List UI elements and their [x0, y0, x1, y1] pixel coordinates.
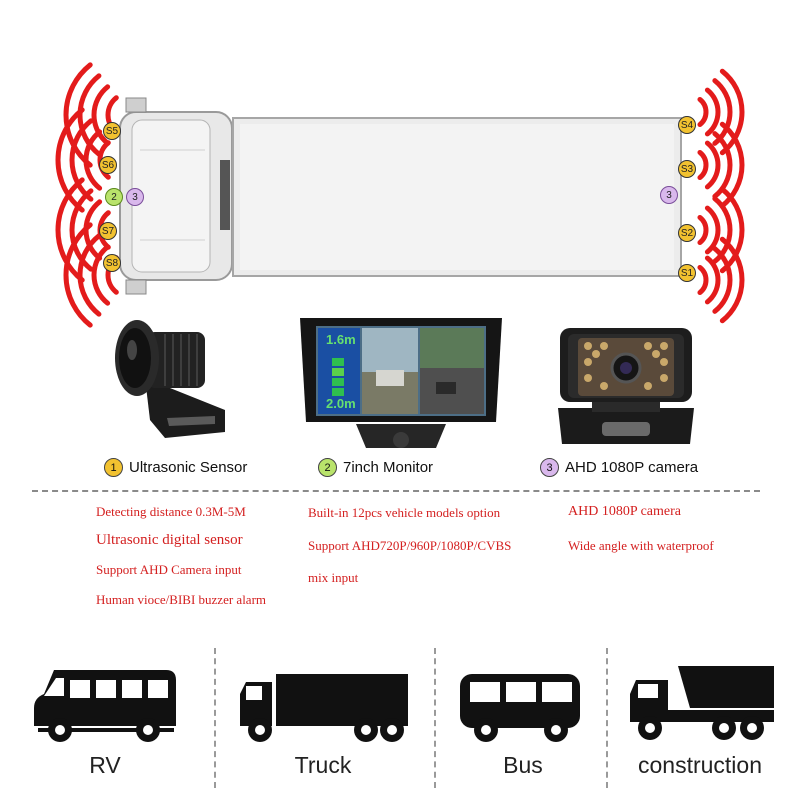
bus-icon: [460, 674, 580, 742]
spec-monitor-1: Built-in 12pcs vehicle models option: [308, 505, 501, 520]
wave-arc: [63, 222, 93, 328]
wave-arc: [704, 255, 721, 305]
ir-led: [652, 350, 660, 358]
vehicle-separator: [606, 648, 608, 788]
truck-top-view: [55, 62, 745, 328]
vehicle-separator: [434, 648, 436, 788]
wave-arc: [77, 233, 102, 317]
ir-led: [600, 342, 608, 350]
wave-arc: [704, 140, 721, 190]
sensor-badge-s2: S2: [678, 224, 696, 242]
vehicle-separator: [214, 648, 216, 788]
sensor-badge-s5: S5: [103, 122, 121, 140]
caption-label: AHD 1080P camera: [565, 459, 699, 476]
spec-sensor-2: Ultrasonic digital sensor: [96, 532, 243, 548]
ir-led: [660, 374, 668, 382]
wave-arc: [697, 214, 709, 246]
spec-camera-2: Wide angle with waterproof: [568, 538, 714, 553]
caption-number-3: 3: [540, 458, 559, 477]
sensor-badge-s8: S8: [103, 254, 121, 272]
wave-arc: [55, 107, 85, 213]
caption-camera: 3 AHD 1080P camera: [540, 458, 698, 477]
spec-monitor-3: mix input: [308, 570, 359, 585]
wave-arc: [91, 84, 111, 146]
spec-sensor-4: Human vioce/BIBI buzzer alarm: [96, 592, 267, 607]
distance-bar: [332, 358, 344, 396]
ir-led: [600, 382, 608, 390]
ir-led: [660, 358, 668, 366]
sensor-badge-s7: S7: [99, 222, 117, 240]
monitor-badge: 2: [105, 188, 123, 206]
spec-sensor-1: Detecting distance 0.3M-5M: [96, 504, 246, 519]
monitor-image: [300, 318, 502, 448]
ir-led: [584, 342, 592, 350]
caption-number-1: 1: [104, 458, 123, 477]
wave-arc: [697, 264, 709, 296]
wave-arc: [712, 246, 733, 314]
wave-arc: [719, 236, 745, 324]
sensor-badge-s3: S3: [678, 160, 696, 178]
ultrasonic-waves-front: [55, 62, 119, 328]
wave-arc: [83, 129, 103, 191]
spec-monitor-2: Support AHD720P/960P/1080P/CVBS: [308, 538, 512, 553]
spec-camera-1: AHD 1080P camera: [568, 504, 682, 519]
wave-arc: [63, 62, 93, 168]
sensor-badge-s6: S6: [99, 156, 117, 174]
vehicle-label-construction: construction: [637, 752, 762, 778]
sensor-badge-s1: S1: [678, 264, 696, 282]
wave-arc: [69, 118, 94, 202]
ir-led: [644, 342, 652, 350]
vehicle-label-rv: RV: [89, 752, 121, 778]
wave-arc: [91, 244, 111, 306]
ir-led: [660, 342, 668, 350]
truck-cab: [119, 97, 233, 295]
front-camera-badge: 3: [126, 188, 144, 206]
truck-icon: [240, 674, 408, 742]
ir-led: [592, 350, 600, 358]
wave-arc: [704, 205, 721, 255]
caption-monitor: 2 7inch Monitor: [318, 458, 433, 477]
rv-icon: [34, 670, 176, 742]
spec-sensor-3: Support AHD Camera input: [96, 562, 242, 577]
vehicle-label-bus: Bus: [503, 752, 543, 778]
ir-led: [644, 382, 652, 390]
monitor-bottom-distance: 2.0m: [326, 396, 356, 411]
wave-arc: [719, 68, 745, 156]
dump-truck-icon: [630, 666, 774, 740]
section-divider: [32, 490, 760, 492]
ir-led: [584, 374, 592, 382]
wave-arc: [55, 177, 85, 283]
monitor-top-distance: 1.6m: [326, 332, 356, 347]
camera-image: [558, 328, 694, 444]
ultrasonic-waves-rear: [697, 68, 745, 324]
ultrasonic-sensor-image: [115, 320, 225, 438]
rear-camera-badge: 3: [660, 186, 678, 204]
caption-ultrasonic-sensor: 1 Ultrasonic Sensor: [104, 458, 247, 477]
sensor-badge-s4: S4: [678, 116, 696, 134]
caption-label: Ultrasonic Sensor: [129, 459, 248, 476]
wave-arc: [704, 87, 721, 137]
caption-number-2: 2: [318, 458, 337, 477]
wave-arc: [697, 96, 709, 128]
caption-label: 7inch Monitor: [343, 459, 434, 476]
wave-arc: [719, 186, 745, 274]
ir-led: [584, 358, 592, 366]
truck-cargo-box: [232, 117, 682, 277]
wave-arc: [697, 149, 709, 181]
vehicle-label-truck: Truck: [294, 752, 352, 778]
